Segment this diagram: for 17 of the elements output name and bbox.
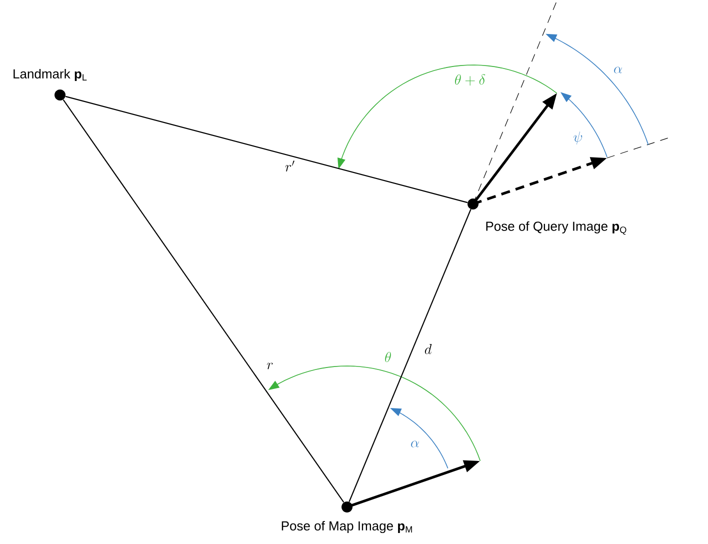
- point-dot: [342, 502, 352, 512]
- point-dot: [468, 198, 478, 210]
- angle-label: $\theta$: [385, 352, 391, 362]
- line: [348, 209, 472, 502]
- point-dot: [54, 90, 66, 100]
- angle-label: $\theta + \delta$: [455, 74, 486, 86]
- edge-label: $d$: [423, 343, 433, 355]
- point-label: Landmark p$_{L}$: [14, 68, 87, 82]
- edge-label: $r'$: [284, 160, 296, 172]
- edge-label: $r$: [266, 362, 274, 370]
- point-label: Pose of Map Image p$_{M}$: [282, 520, 412, 534]
- line: [65, 96, 468, 204]
- angle-label: $\psi$: [574, 132, 582, 145]
- angle-label: $\alpha$: [411, 440, 419, 448]
- angle-label: $\alpha$: [614, 66, 622, 74]
- point-label: Pose of Query Image p$_{Q}$: [486, 221, 626, 235]
- line: [62, 99, 344, 503]
